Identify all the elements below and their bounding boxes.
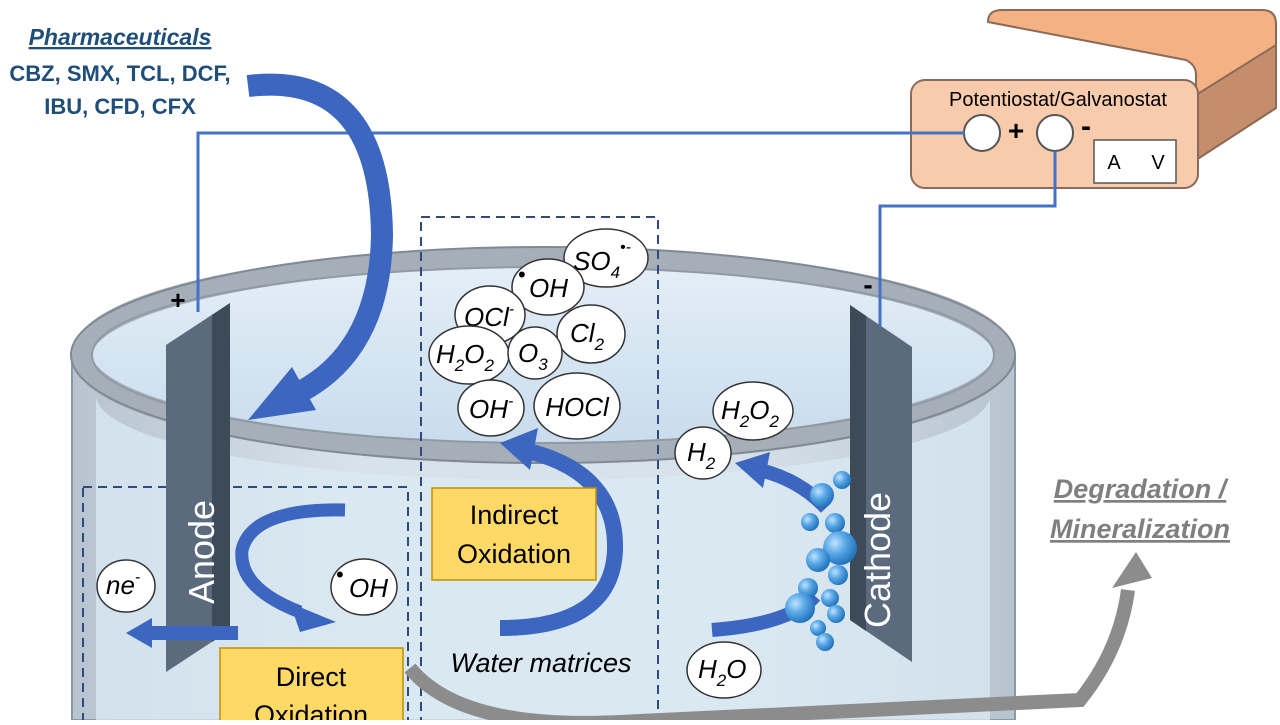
svg-text:H2: H2 xyxy=(687,437,716,473)
cathode-wire xyxy=(878,151,1057,332)
pharmaceuticals-arrow-head xyxy=(248,367,316,420)
degradation-label-line1: Degradation / xyxy=(1054,474,1229,504)
species-hydrogen-peroxide: H2O2 xyxy=(428,325,510,385)
species-cathode-peroxide: H2O2 xyxy=(712,381,794,441)
meter-display xyxy=(1093,139,1177,184)
cathode-sign: - xyxy=(863,269,872,300)
svg-text:OH: OH xyxy=(349,573,388,603)
pharmaceuticals-arrow-shaft xyxy=(246,73,394,402)
cathode-label: Cathode xyxy=(857,492,898,628)
indirect-oxidation-line2: Oxidation xyxy=(457,539,571,569)
svg-text:H2O2: H2O2 xyxy=(436,339,494,375)
bubble xyxy=(833,471,851,489)
oxidant-species: SO4•- • OH OCl- Cl2 H2O2 O3 OH- H xyxy=(428,228,649,440)
svg-text:ne-: ne- xyxy=(106,569,140,600)
bubble xyxy=(806,548,830,572)
direct-oxidation-box: Direct Oxidation xyxy=(219,647,404,725)
species-ozone: O3 xyxy=(507,326,563,380)
bubble xyxy=(785,593,815,623)
indirect-zone-box xyxy=(420,216,659,725)
direct-zone-box xyxy=(82,486,409,725)
bubble xyxy=(828,565,848,585)
svg-text:O3: O3 xyxy=(518,338,548,374)
pharmaceuticals-list-line1: CBZ, SMX, TCL, DCF, xyxy=(9,61,230,86)
direct-oxidation-line1: Direct xyxy=(276,662,347,692)
indirect-oxidation-box: Indirect Oxidation xyxy=(431,487,597,581)
bubble xyxy=(816,633,834,651)
bubble xyxy=(823,531,857,565)
pharmaceuticals-list-line2: IBU, CFD, CFX xyxy=(44,94,196,119)
species-hydrogen-gas: H2 xyxy=(674,426,732,480)
species-electrons: ne- xyxy=(96,559,156,613)
bubble xyxy=(825,513,845,533)
pharmaceuticals-title: Pharmaceuticals xyxy=(29,24,212,50)
hydrogen-arrow-head xyxy=(735,452,770,488)
meter-ampere: A xyxy=(1107,152,1121,174)
degradation-label-line2: Mineralization xyxy=(1050,514,1230,544)
svg-text:Cl2: Cl2 xyxy=(570,318,605,354)
positive-terminal xyxy=(963,114,1001,152)
degradation-arrow-head xyxy=(1112,552,1152,588)
svg-text:H2O2: H2O2 xyxy=(721,395,779,431)
bubble xyxy=(810,620,826,636)
electron-arrow-head xyxy=(126,618,152,648)
bubble xyxy=(801,513,819,531)
anode-sign: + xyxy=(170,285,185,315)
negative-terminal xyxy=(1036,114,1074,152)
species-so4-radical: SO4•- xyxy=(563,228,649,288)
svg-text:HOCl: HOCl xyxy=(545,392,610,422)
species-hydroxide: OH- xyxy=(457,379,525,437)
species-chlorine: Cl2 xyxy=(556,304,626,364)
bubble xyxy=(821,589,839,607)
svg-text:OH-: OH- xyxy=(469,393,513,424)
negative-terminal-sign: - xyxy=(1081,110,1091,143)
anode-plate-edge xyxy=(212,303,230,642)
anode-label: Anode xyxy=(181,500,222,604)
svg-text:SO4•-: SO4•- xyxy=(573,239,631,282)
svg-text:OCl-: OCl- xyxy=(464,301,514,332)
bubble xyxy=(810,483,834,507)
water-matrices-label: Water matrices xyxy=(450,648,631,678)
svg-text:H2O: H2O xyxy=(698,654,746,690)
species-oh-radical: • OH xyxy=(511,258,585,316)
potentiostat-device: Potentiostat/Galvanostat + - A V xyxy=(910,9,1277,189)
bubble xyxy=(827,605,845,623)
svg-text:OH: OH xyxy=(529,273,568,303)
meter-volt: V xyxy=(1151,152,1165,174)
anode-electrode: Anode xyxy=(166,303,230,672)
species-hypochlorous-acid: HOCl xyxy=(533,372,621,440)
direct-cycle-arrow-shaft xyxy=(235,503,346,619)
positive-terminal-sign: + xyxy=(1008,115,1024,146)
direct-oxidation-line2: Oxidation xyxy=(254,700,368,720)
species-water: H2O xyxy=(686,641,762,699)
gas-bubbles xyxy=(785,471,857,651)
species-anode-oh-radical: • OH xyxy=(330,558,398,616)
indirect-oxidation-line1: Indirect xyxy=(470,500,559,530)
indirect-arrow-head xyxy=(500,428,538,470)
svg-text:•: • xyxy=(518,262,526,287)
anode-wire xyxy=(196,131,965,312)
direct-cycle-arrow-head xyxy=(290,603,336,632)
indirect-arrow-shaft xyxy=(499,444,624,636)
bubble xyxy=(798,578,818,598)
potentiostat-label: Potentiostat/Galvanostat xyxy=(949,89,1167,111)
svg-text:•: • xyxy=(336,562,344,587)
cathode-electrode: Cathode xyxy=(850,305,912,662)
